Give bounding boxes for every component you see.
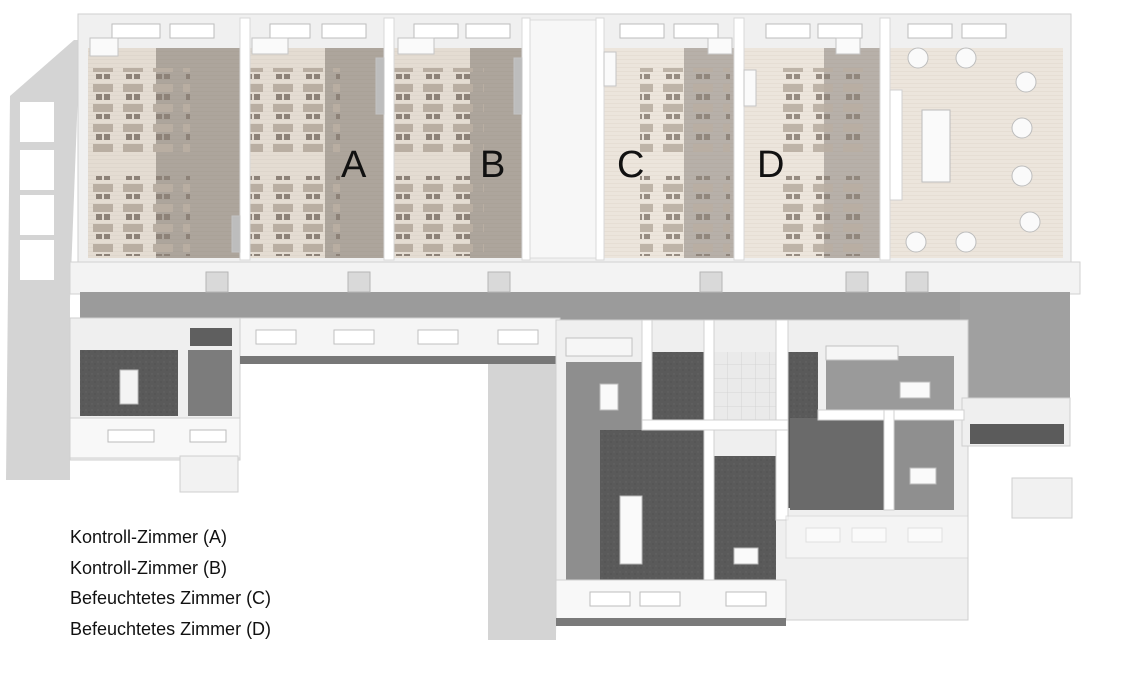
legend-item-d: Befeuchtetes Zimmer (D) xyxy=(70,618,272,639)
room-legend: Kontroll-Zimmer (A) Kontroll-Zimmer (B) … xyxy=(70,526,271,648)
lower-right-block xyxy=(555,319,1073,626)
legend-item-c: Befeuchtetes Zimmer (C) xyxy=(70,588,272,608)
corridor xyxy=(69,261,1081,398)
top-wing xyxy=(77,13,1072,267)
balcony-strip xyxy=(239,317,561,364)
cafeteria-furniture xyxy=(889,47,1041,253)
shadow-windows xyxy=(20,102,54,280)
room-label-d: D xyxy=(757,144,785,186)
room-label-a: A xyxy=(341,144,367,186)
room-label-b: B xyxy=(480,144,506,186)
legend-item-b: Kontroll-Zimmer (B) xyxy=(70,557,228,578)
room-label-c: C xyxy=(617,144,645,186)
legend-item-a: Kontroll-Zimmer (A) xyxy=(70,527,228,547)
lower-left-block xyxy=(69,317,241,493)
